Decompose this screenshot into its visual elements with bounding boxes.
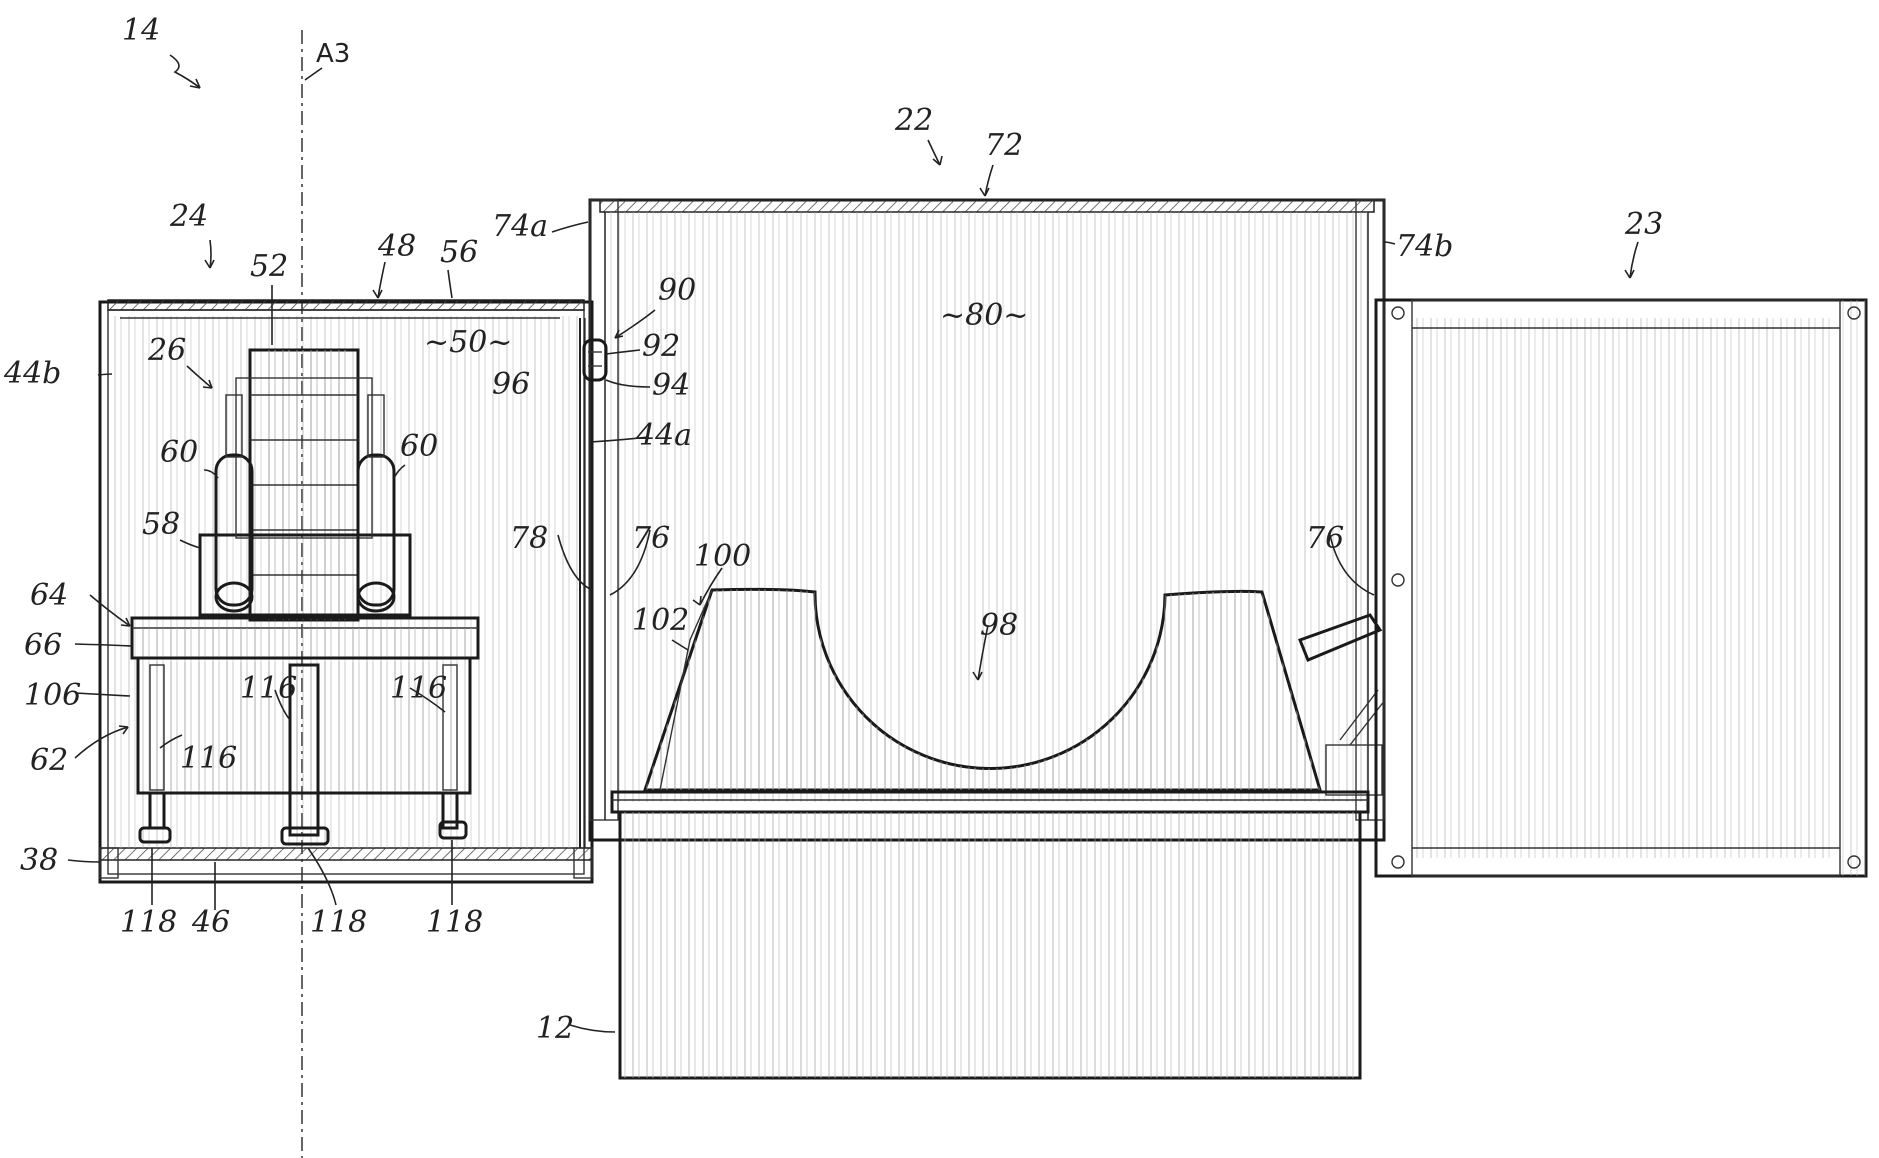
label-66: 66	[24, 628, 62, 663]
label-44b: 44b	[3, 356, 61, 391]
label-50: ~50~	[424, 325, 512, 360]
label-24: 24	[169, 199, 208, 234]
label-92: 92	[642, 329, 680, 364]
label-76-left: 76	[632, 521, 670, 556]
label-56: 56	[440, 235, 478, 270]
panel-23	[1376, 300, 1866, 876]
label-76-right: 76	[1306, 521, 1344, 556]
label-80: ~80~	[940, 298, 1028, 333]
label-116-center: 116	[240, 671, 297, 706]
label-60-left: 60	[160, 435, 198, 470]
label-44a: 44a	[635, 418, 692, 453]
label-60-right: 60	[400, 429, 438, 464]
label-26: 26	[147, 333, 186, 368]
label-48: 48	[377, 229, 416, 264]
label-72: 72	[985, 128, 1023, 163]
label-118-right: 118	[426, 905, 483, 940]
label-46: 46	[191, 905, 230, 940]
label-118-center: 118	[310, 905, 367, 940]
label-64: 64	[30, 578, 68, 613]
label-62: 62	[30, 743, 68, 778]
label-100: 100	[694, 539, 751, 574]
label-106: 106	[24, 678, 81, 713]
label-52: 52	[250, 249, 288, 284]
label-90: 90	[658, 273, 696, 308]
label-116-left: 116	[180, 741, 237, 776]
label-12: 12	[536, 1011, 574, 1046]
tower-12	[612, 792, 1368, 1078]
label-116-right: 116	[390, 671, 447, 706]
label-58: 58	[142, 507, 180, 542]
label-118-left: 118	[120, 905, 177, 940]
label-a3: A3	[316, 39, 350, 69]
label-23: 23	[1624, 207, 1663, 242]
label-74a: 74a	[492, 209, 548, 244]
label-74b: 74b	[1396, 229, 1453, 264]
label-102: 102	[632, 603, 689, 638]
label-78: 78	[510, 521, 548, 556]
label-96: 96	[492, 367, 530, 402]
label-22: 22	[894, 103, 933, 138]
label-14: 14	[122, 13, 160, 48]
label-98: 98	[980, 608, 1018, 643]
label-94: 94	[652, 368, 690, 403]
label-38: 38	[20, 843, 58, 878]
